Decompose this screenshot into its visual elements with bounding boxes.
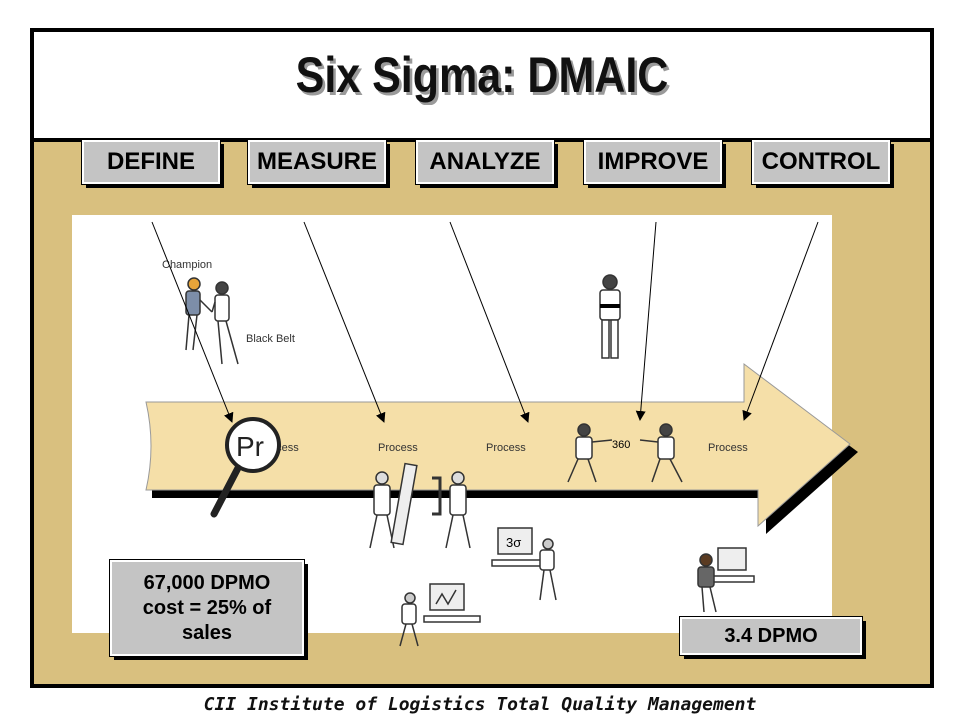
improve-pointer	[635, 221, 657, 421]
start-dpmo-line3: sales	[181, 621, 233, 644]
phase-measure-button[interactable]: MEASURE	[247, 139, 387, 185]
phase-improve-button[interactable]: IMPROVE	[583, 139, 723, 185]
end-dpmo-callout: 3.4 DPMO	[679, 616, 863, 656]
page-title: Six Sigma: DMAIC	[295, 47, 669, 103]
computer-worker-icon	[399, 583, 481, 647]
champion-figure-icon	[185, 277, 213, 351]
svg-text:3σ: 3σ	[506, 535, 521, 550]
computer-worker-3sigma-icon: 3σ	[491, 527, 557, 601]
process-label-5: Process	[708, 442, 748, 454]
start-dpmo-line2: cost = 25% of	[142, 596, 272, 619]
process-arrow	[145, 362, 851, 528]
svg-text:360: 360	[612, 439, 630, 451]
start-dpmo-line1: 67,000 DPMO	[143, 571, 271, 594]
measure-pointer	[303, 221, 386, 423]
footer-text: CII Institute of Logistics Total Quality…	[203, 694, 757, 715]
start-dpmo-callout: 67,000 DPMO cost = 25% of sales	[109, 559, 305, 657]
phase-analyze-button[interactable]: ANALYZE	[415, 139, 555, 185]
control-pointer	[742, 221, 819, 421]
champion-label: Champion	[162, 259, 212, 271]
title-band: Six Sigma: DMAIC	[34, 32, 930, 142]
magnifying-glass-icon: Pr	[210, 417, 281, 518]
svg-text:Pr: Pr	[236, 431, 264, 462]
computer-worker-woman-icon	[697, 547, 755, 613]
define-pointer	[151, 221, 234, 423]
karate-figure-icon	[599, 274, 621, 359]
black-belt-figure-icon	[211, 281, 239, 365]
black-belt-label: Black Belt	[246, 333, 295, 345]
phase-control-button[interactable]: CONTROL	[751, 139, 891, 185]
process-label-2: Process	[378, 442, 418, 454]
process-label-3: Process	[486, 442, 526, 454]
sparring-figures-icon: 360	[567, 423, 683, 483]
phase-define-button[interactable]: DEFINE	[81, 139, 221, 185]
measuring-figures-icon	[369, 462, 471, 549]
analyze-pointer	[449, 221, 530, 423]
